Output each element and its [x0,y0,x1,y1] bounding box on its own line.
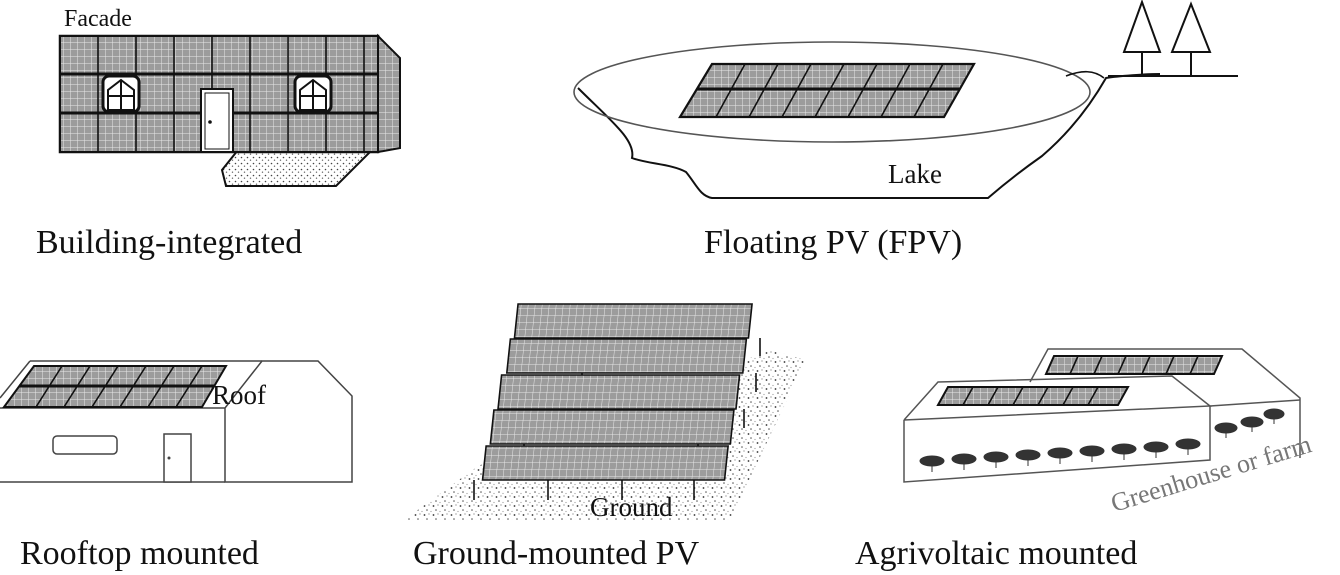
floating-pv-scene [573,0,1238,199]
tree-right [1170,1,1212,76]
roof-left-edge [0,360,31,399]
tree-left [1122,0,1162,76]
building-integrated-scene [58,33,401,187]
ground-panel-rows [473,303,761,500]
agrivoltaic-scene [903,348,1301,483]
panel-row-2 [505,338,757,392]
roof-label: Roof [212,380,266,410]
caption-floating-pv: Floating PV (FPV) [704,224,963,261]
greenhouse-side [1209,399,1301,407]
lake-water-surface [573,41,1091,143]
caption-building-integrated: Building-integrated [36,224,303,261]
facade-side-wall [377,33,401,154]
rooftop-scene [0,360,353,483]
building-door [163,433,192,483]
ground-mounted-scene [404,303,806,520]
caption-ground-mounted: Ground-mounted PV [413,535,700,572]
floating-panel-array [678,62,976,119]
ground-label: Ground [590,492,673,522]
rooftop-panel-array [2,365,228,408]
panel-row-4 [489,409,735,464]
greenhouse-front [903,406,1211,483]
building-outline [0,360,353,483]
window-left [101,74,141,114]
greenhouse-front-roof [903,375,1213,421]
building-window [52,435,118,455]
greenhouse-back-roof [1029,348,1301,458]
panel-row-1 [513,303,761,356]
facade-label: Facade [64,6,132,32]
lake-shoreline [1065,70,1105,79]
lake-label: Lake [888,159,942,189]
facade-door [200,88,234,153]
entrance-path [220,149,375,187]
agri-panel-array-front [936,386,1130,406]
crop-plants [919,408,1285,472]
caption-agrivoltaic-mounted: Agrivoltaic mounted [855,535,1138,572]
agri-panel-array-back [1044,355,1224,375]
panel-row-5 [473,445,730,500]
lake-basin [577,73,1161,199]
caption-rooftop-mounted: Rooftop mounted [20,535,259,572]
window-right [293,74,333,114]
